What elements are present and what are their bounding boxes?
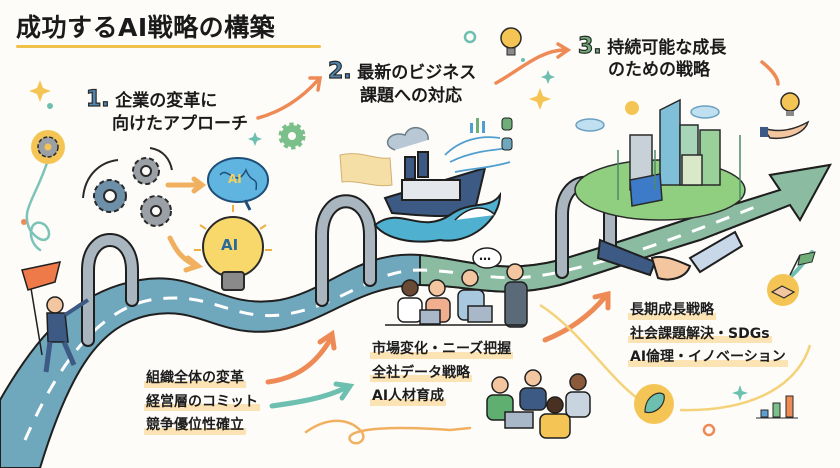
step-1-title-line2: 向けたアプローチ: [112, 114, 248, 134]
page-title: 成功するAI戦略の構築: [16, 13, 276, 42]
leaf-badge-icon: [634, 384, 674, 424]
step-3-bullet: 長期成長戦略: [628, 302, 716, 320]
bar-chart-icon: [756, 395, 798, 419]
step-2-bullets: 市場変化・ニーズ把握 全社データ戦略 AI人材育成: [370, 341, 514, 412]
ai-lightbulb-icon: [194, 205, 272, 291]
ship-icon: [373, 126, 502, 243]
ai-bulb-label: AI: [221, 236, 239, 254]
step-2-heading-line2: 課題への対応: [360, 86, 462, 107]
step-1-bullet: 経営層のコミット: [144, 393, 260, 411]
speech-bubble-text: …: [479, 249, 491, 263]
step-3-heading-line2: のための戦略: [608, 60, 710, 81]
step-1-bullet: 競争優位性確立: [144, 417, 246, 435]
team-discussion-icon: [486, 369, 591, 439]
step-1-bullets: 組織全体の変革 経営層のコミット 競争優位性確立: [144, 370, 260, 441]
human-robot-handshake-icon: [596, 230, 744, 281]
title-underline: [16, 45, 321, 48]
step-2-title-line1: 最新のビジネス: [357, 63, 477, 83]
step-1-number: 1.: [85, 86, 110, 112]
idea-hand-icon: [760, 92, 810, 140]
data-flow-icon: [444, 117, 513, 173]
step-3-bullets: 長期成長戦略 社会課題解決・SDGs AI倫理・イノベーション: [628, 302, 788, 373]
step-1-bullet: 組織全体の変革: [144, 370, 246, 388]
step-3-number: 3.: [577, 33, 602, 59]
step-2-bullet: 全社データ戦略: [370, 364, 472, 382]
step-3-bullet: 社会課題解決・SDGs: [628, 325, 772, 343]
gear-badge-icon: [31, 130, 65, 164]
lightbulb-icon: [500, 27, 522, 56]
step-2-bullet: 市場変化・ニーズ把握: [370, 341, 514, 359]
ai-brain-icon: [207, 157, 269, 211]
team-meeting-icon: [385, 247, 528, 328]
gears-icon: [82, 147, 173, 227]
step-2-bullet: AI人材育成: [370, 388, 447, 406]
sustainable-city-icon: [574, 98, 746, 221]
step-1-title-line1: 企業の変革に: [115, 91, 218, 111]
handshake-badge-icon: [767, 251, 816, 306]
step-3-heading: 3. 持続可能な成長: [577, 33, 727, 61]
step-3-title-line1: 持続可能な成長: [607, 38, 727, 58]
step-2-title-line2: 課題への対応: [360, 86, 462, 106]
step-2-heading: 2. 最新のビジネス: [327, 58, 477, 86]
ai-brain-label: AI: [228, 172, 242, 186]
leader-with-flag-icon: [21, 261, 90, 373]
step-2-number: 2.: [327, 58, 352, 84]
step-3-bullet: AI倫理・イノベーション: [628, 349, 788, 367]
step-1-heading: 1. 企業の変革に: [85, 86, 218, 114]
gear-icon: [278, 122, 306, 150]
step-3-title-line2: のための戦略: [608, 60, 710, 80]
step-1-heading-line2: 向けたアプローチ: [112, 114, 248, 135]
sparkle-icon: [21, 30, 748, 437]
